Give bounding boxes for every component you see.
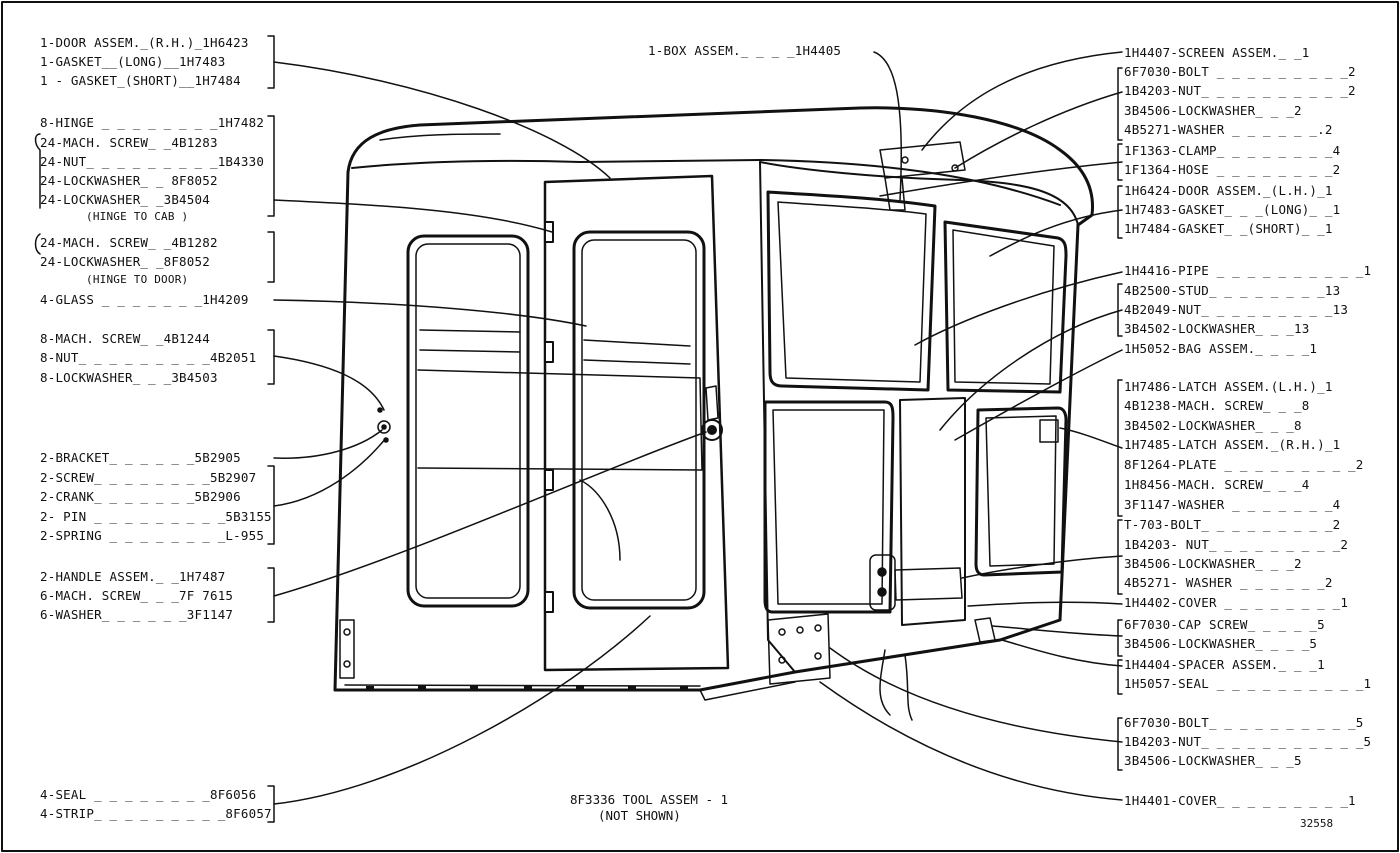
label-bolt-6f7030: 6F7030-BOLT _ _ _ _ _ _ _ _ _2 xyxy=(1124,64,1356,79)
label-seal: 4-SEAL _ _ _ _ _ _ _ _8F6056 xyxy=(40,787,257,802)
label-lockwasher-8f8052-door: 24-LOCKWASHER_ _8F8052 xyxy=(40,254,210,269)
label-nut-1b4203-2: 1B4203- NUT_ _ _ _ _ _ _ _ _2 xyxy=(1124,537,1349,552)
label-door-assem-lh: 1H6424-DOOR ASSEM._(L.H.)_1 xyxy=(1124,183,1333,198)
label-stud: 4B2500-STUD_ _ _ _ _ _ _ _13 xyxy=(1124,283,1341,298)
label-pin: 2- PIN _ _ _ _ _ _ _ _ _5B3155 xyxy=(40,509,272,524)
label-door-assem-rh: 1-DOOR ASSEM._(R.H.)_1H6423 xyxy=(40,35,249,50)
label-spacer-assem: 1H4404-SPACER ASSEM._ _ _1 xyxy=(1124,657,1325,672)
label-pipe: 1H4416-PIPE _ _ _ _ _ _ _ _ _ _1 xyxy=(1124,263,1372,278)
label-hinge: 8-HINGE _ _ _ _ _ _ _ _1H7482 xyxy=(40,115,265,130)
label-washer-4b5271: 4B5271-WASHER _ _ _ _ _ _.2 xyxy=(1124,122,1333,137)
label-lockwasher-3b4506-2: 3B4506-LOCKWASHER_ _ _2 xyxy=(1124,556,1302,571)
label-mach-screw-7f7615: 6-MACH. SCREW_ _ _7F 7615 xyxy=(40,588,234,603)
front-window-upper-left xyxy=(766,190,937,392)
latch-assembly xyxy=(869,419,1059,611)
tool-assem-not-shown: (NOT SHOWN) xyxy=(598,808,681,823)
label-gasket-long-rh: 1H7483-GASKET_ _ _(LONG)_ _1 xyxy=(1124,202,1341,217)
label-lockwasher-3b4502-8: 3B4502-LOCKWASHER_ _ _8 xyxy=(1124,418,1302,433)
label-spring: 2-SPRING _ _ _ _ _ _ _ _L-955 xyxy=(40,528,265,543)
label-washer-3f1147-r: 3F1147-WASHER _ _ _ _ _ _ _4 xyxy=(1124,497,1341,512)
label-gasket-long: 1-GASKET__(LONG)__1H7483 xyxy=(40,54,226,69)
tool-assem-note: 8F3336 TOOL ASSEM - 1 xyxy=(570,792,729,807)
label-plate: 8F1264-PLATE _ _ _ _ _ _ _ _ _2 xyxy=(1124,457,1364,472)
left-side-door xyxy=(543,174,730,672)
label-latch-assem-rh: 1H7485-LATCH ASSEM._(R.H.)_1 xyxy=(1124,437,1341,452)
label-screw-5b2907: 2-SCREW_ _ _ _ _ _ _ _5B2907 xyxy=(40,470,257,485)
label-nut-1b4203: 1B4203-NUT_ _ _ _ _ _ _ _ _ _2 xyxy=(1124,83,1356,98)
label-clamp: 1F1363-CLAMP_ _ _ _ _ _ _ _4 xyxy=(1124,143,1341,158)
label-hinge-to-door: (HINGE TO DOOR) xyxy=(86,273,189,286)
label-lockwasher-3b4506-5b: 3B4506-LOCKWASHER_ _ _5 xyxy=(1124,753,1302,768)
label-lockwasher-3b4503: 8-LOCKWASHER_ _ _3B4503 xyxy=(40,370,218,385)
seat xyxy=(417,329,703,561)
label-washer-3f1147: 6-WASHER_ _ _ _ _ _3F1147 xyxy=(40,607,234,622)
label-seal-1h5057: 1H5057-SEAL _ _ _ _ _ _ _ _ _ _1 xyxy=(1124,676,1372,691)
lower-cover xyxy=(767,613,996,721)
label-hose: 1F1364-HOSE _ _ _ _ _ _ _ _2 xyxy=(1124,162,1341,177)
label-bracket: 2-BRACKET_ _ _ _ _ _5B2905 xyxy=(40,450,241,465)
cab-body xyxy=(333,106,1095,701)
label-bolt-6f7030-5: 6F7030-BOLT_ _ _ _ _ _ _ _ _ _5 xyxy=(1124,715,1364,730)
label-glass: 4-GLASS _ _ _ _ _ _ _1H4209 xyxy=(40,292,249,307)
label-crank: 2-CRANK_ _ _ _ _ _ _5B2906 xyxy=(40,489,241,504)
label-mach-screw-4b1238: 4B1238-MACH. SCREW_ _ _8 xyxy=(1124,398,1310,413)
label-hinge-to-cab: (HINGE TO CAB ) xyxy=(86,210,189,223)
label-gasket-short: 1 - GASKET_(SHORT)__1H7484 xyxy=(40,73,241,88)
label-nut-1b4203-5: 1B4203-NUT_ _ _ _ _ _ _ _ _ _ _5 xyxy=(1124,734,1372,749)
front-door-opening xyxy=(899,397,966,626)
side-bracket xyxy=(339,407,391,679)
label-latch-assem-lh: 1H7486-LATCH ASSEM.(L.H.)_1 xyxy=(1124,379,1333,394)
label-nut-4b2049: 4B2049-NUT_ _ _ _ _ _ _ _ _13 xyxy=(1124,302,1349,317)
left-side-window-1 xyxy=(406,234,530,608)
label-mach-screw-4b1244: 8-MACH. SCREW_ _4B1244 xyxy=(40,331,210,346)
label-mach-screw-1h8456: 1H8456-MACH. SCREW_ _ _4 xyxy=(1124,477,1310,492)
label-bolt-t703: T-703-BOLT_ _ _ _ _ _ _ _ _2 xyxy=(1124,517,1341,532)
label-lockwasher-3b4502-13: 3B4502-LOCKWASHER_ _ _13 xyxy=(1124,321,1310,336)
leader-lines xyxy=(273,51,1123,805)
label-mach-screw-4b1282: 24-MACH. SCREW_ _4B1282 xyxy=(40,235,218,250)
bottom-bolts xyxy=(366,686,688,691)
label-strip: 4-STRIP_ _ _ _ _ _ _ _ _8F6057 xyxy=(40,806,272,821)
label-cover-1h4401: 1H4401-COVER_ _ _ _ _ _ _ _ _1 xyxy=(1124,793,1356,808)
right-brackets xyxy=(1117,67,1123,771)
label-lockwasher-3b4506-5: 3B4506-LOCKWASHER_ _ _ _5 xyxy=(1124,636,1318,651)
label-bag-assem: 1H5052-BAG ASSEM._ _ _ _1 xyxy=(1124,341,1318,356)
label-handle-assem: 2-HANDLE ASSEM._ _1H7487 xyxy=(40,569,226,584)
front-window-lower-right xyxy=(974,406,1068,577)
label-screen-assem: 1H4407-SCREEN ASSEM._ _1 xyxy=(1124,45,1310,60)
label-gasket-short-rh: 1H7484-GASKET_ _(SHORT)_ _1 xyxy=(1124,221,1333,236)
label-nut-1b4330: 24-NUT_ _ _ _ _ _ _ _ _1B4330 xyxy=(40,154,265,169)
label-box-assem: 1-BOX ASSEM._ _ _ _1H4405 xyxy=(648,43,842,58)
label-washer-4b5271-2: 4B5271- WASHER _ _ _ _ _ _2 xyxy=(1124,575,1333,590)
label-mach-screw-4b1283: 24-MACH. SCREW_ _4B1283 xyxy=(40,135,218,150)
label-lockwasher-8f8052: 24-LOCKWASHER_ _ 8F8052 xyxy=(40,173,218,188)
label-cover-1h4402: 1H4402-COVER _ _ _ _ _ _ _ _1 xyxy=(1124,595,1349,610)
label-cap-screw: 6F7030-CAP SCREW_ _ _ _ _5 xyxy=(1124,617,1325,632)
front-window-lower-left xyxy=(763,400,895,614)
label-lockwasher-3b4504: 24-LOCKWASHER_ _3B4504 xyxy=(40,192,210,207)
figure-number: 32558 xyxy=(1300,817,1334,830)
label-lockwasher-3b4506: 3B4506-LOCKWASHER_ _ _2 xyxy=(1124,103,1302,118)
label-nut-4b2051: 8-NUT_ _ _ _ _ _ _ _ _4B2051 xyxy=(40,350,257,365)
